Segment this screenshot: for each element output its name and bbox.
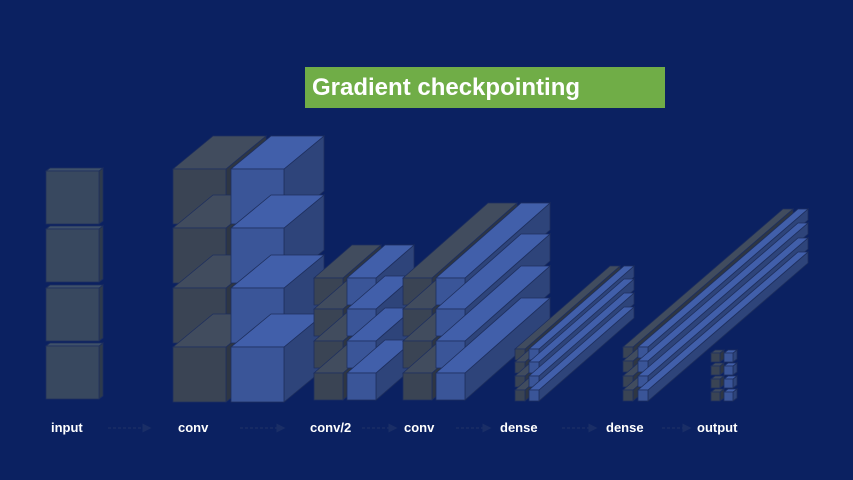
layer-label-conv-2: conv [404, 420, 435, 435]
input-block-1-front [45, 170, 100, 225]
output-dark-block-1 [709, 349, 726, 363]
input-block-2 [44, 225, 105, 283]
input-block-2-side [98, 225, 104, 283]
dense1-light-block-4 [527, 306, 636, 402]
conv1-light-block-4-front [230, 346, 285, 403]
layer-label-input: input [51, 420, 83, 435]
dense2-light-block-4-front [637, 389, 649, 402]
conv2-light-block-4-front [435, 372, 466, 401]
input-block-4-side [98, 342, 104, 400]
conv2-dark-block-4-front [402, 372, 433, 401]
output-dark-block-3 [709, 375, 726, 389]
output-dark-block-1-front [710, 352, 721, 363]
input-block-2-top [44, 225, 105, 230]
layer-label-conv-half: conv/2 [310, 420, 352, 435]
layer-label-output: output [697, 420, 738, 435]
output-dark-block-2-front [710, 365, 721, 376]
output-dark-block-4-front [710, 391, 721, 402]
layer-label-conv-1: conv [178, 420, 209, 435]
output-light-block-4 [722, 388, 739, 402]
output-light-block-1 [722, 349, 739, 363]
output-light-block-3 [722, 375, 739, 389]
layer-label-dense-1: dense [500, 420, 538, 435]
dense2-light-block-2-top [636, 222, 810, 362]
title-banner: Gradient checkpointing [305, 67, 665, 108]
input-block-2-front [45, 228, 100, 283]
layer-label-dense-2: dense [606, 420, 644, 435]
dense1-dark-block-4-front [514, 389, 526, 402]
input-block-4-front [45, 345, 100, 400]
input-block-1 [44, 167, 105, 225]
conv1-dark-block-4-front [172, 346, 227, 403]
conv2-light-block-4 [434, 297, 552, 401]
title-text: Gradient checkpointing [312, 74, 581, 101]
conv-half-dark-block-4-front [313, 372, 344, 401]
output-light-block-4-front [723, 391, 734, 402]
input-block-4-top [44, 342, 105, 347]
dense2-dark-block-4-front [622, 389, 634, 402]
output-light-block-1-front [723, 352, 734, 363]
input-block-3-top [44, 284, 105, 289]
input-block-3 [44, 284, 105, 342]
input-block-1-top [44, 167, 105, 172]
dense2-light-block-4 [636, 251, 810, 402]
input-block-3-side [98, 284, 104, 342]
dense1-light-block-4-front [528, 389, 540, 402]
output-dark-block-2 [709, 362, 726, 376]
input-block-3-front [45, 287, 100, 342]
output-light-block-2-front [723, 365, 734, 376]
conv-half-light-block-4-front [346, 372, 377, 401]
output-light-block-3-front [723, 378, 734, 389]
input-block-1-side [98, 167, 104, 225]
output-dark-block-3-front [710, 378, 721, 389]
input-block-4 [44, 342, 105, 400]
output-dark-block-4 [709, 388, 726, 402]
output-light-block-2 [722, 362, 739, 376]
